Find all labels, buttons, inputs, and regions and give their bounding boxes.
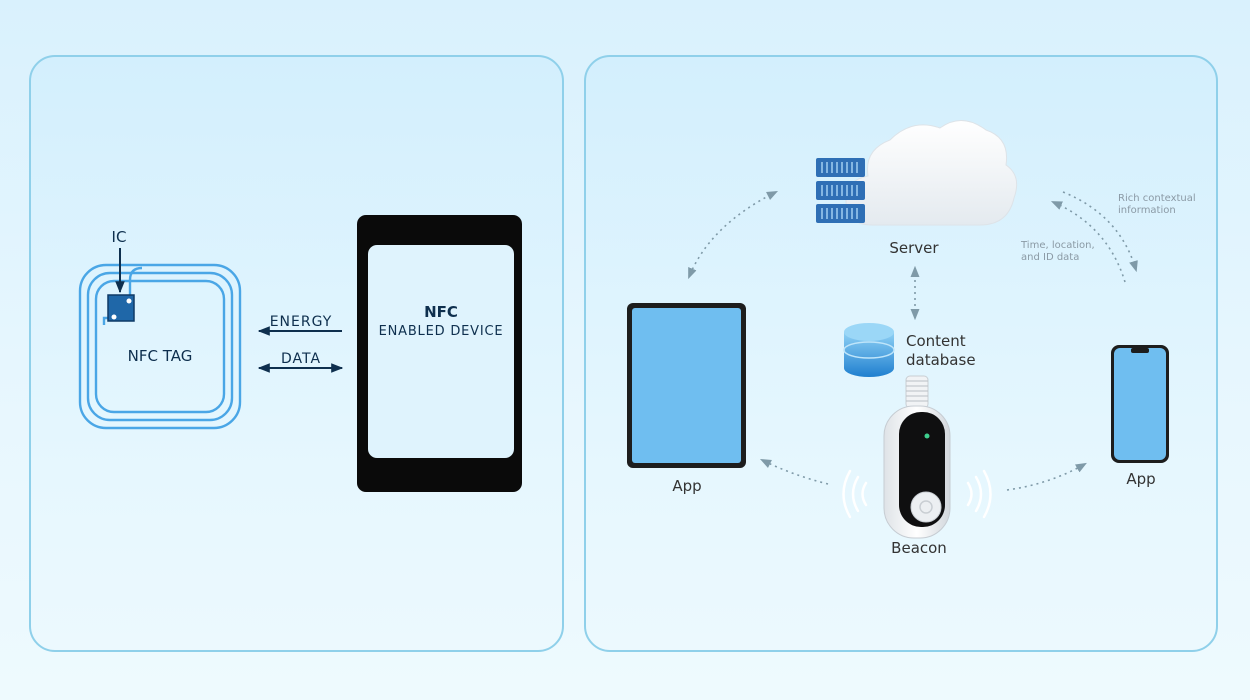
rich-info-label-2: information <box>1118 205 1176 216</box>
beacon-device <box>883 375 951 539</box>
phone-notch <box>1131 348 1149 353</box>
nfc-device <box>357 215 522 492</box>
phone-device <box>1111 345 1169 463</box>
nfc-tag-label: NFC TAG <box>128 347 193 365</box>
cloud-icon <box>845 120 1018 226</box>
beacon-phone-arrow <box>1006 462 1087 491</box>
ic-label: IC <box>112 228 127 246</box>
database-icon <box>843 323 895 377</box>
rich-info-label: Rich contextual <box>1118 193 1196 204</box>
phone-screen <box>1114 348 1166 460</box>
data-label: DATA <box>281 351 321 367</box>
time-location-label: Time, location, <box>1020 240 1095 251</box>
tablet-device <box>627 303 746 468</box>
phone-server-arrow <box>1050 201 1126 283</box>
ic-contact <box>111 314 117 320</box>
content-db-label-2: database <box>906 351 976 369</box>
ic-contact <box>126 298 132 304</box>
beacon-label: Beacon <box>891 539 947 557</box>
time-location-label-2: and ID data <box>1021 252 1079 263</box>
server-icon <box>816 158 865 223</box>
nfc-device-title: NFC <box>424 303 458 321</box>
tablet-app-label: App <box>672 477 701 495</box>
server-label: Server <box>889 239 939 257</box>
content-db-label: Content <box>906 332 966 350</box>
beacon-signal-right <box>966 469 992 519</box>
beacon-tablet-arrow <box>759 458 829 485</box>
nfc-device-subtitle: ENABLED DEVICE <box>379 324 504 339</box>
server-phone-arrow <box>1062 191 1138 273</box>
tablet-screen <box>632 308 741 463</box>
server-tablet-arrow <box>688 190 779 280</box>
phone-app-label: App <box>1126 470 1155 488</box>
beacon-signal-left <box>842 469 868 519</box>
energy-label: ENERGY <box>270 314 333 330</box>
nfc-device-screen <box>368 245 514 458</box>
